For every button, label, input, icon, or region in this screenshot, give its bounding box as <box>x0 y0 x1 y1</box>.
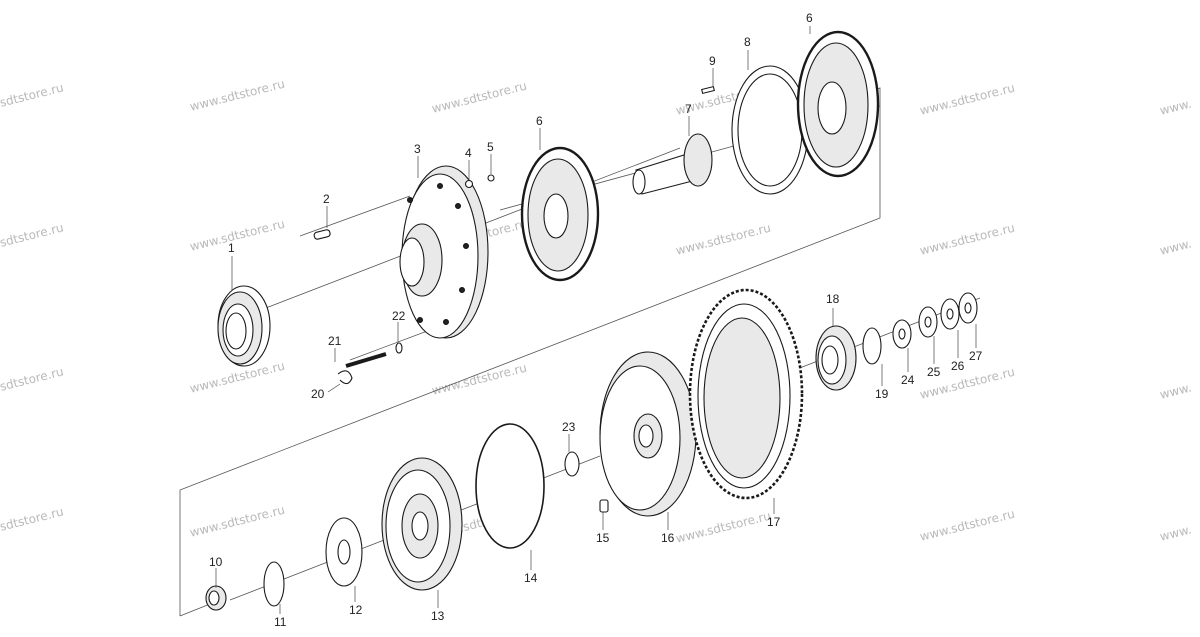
label-part-21: 21 <box>328 334 342 348</box>
label-part-27: 27 <box>969 349 983 363</box>
part-20-clip[interactable] <box>337 370 353 385</box>
part-7-shaft[interactable] <box>632 133 713 195</box>
part-number-labels: 1 2 3 4 5 6 6 7 8 9 10 11 12 13 14 15 16… <box>209 11 983 629</box>
label-part-16: 16 <box>661 531 675 545</box>
part-15-pin[interactable] <box>599 499 609 513</box>
label-part-23: 23 <box>562 420 576 434</box>
label-part-2: 2 <box>323 192 330 206</box>
part-25-washer[interactable] <box>918 306 938 338</box>
label-part-18: 18 <box>826 292 840 306</box>
label-part-4: 4 <box>465 146 472 160</box>
part-17-ring-gear[interactable] <box>688 288 804 500</box>
part-2-pin[interactable] <box>313 229 331 240</box>
part-21-rod[interactable] <box>345 352 387 368</box>
part-3-hub[interactable] <box>399 165 489 339</box>
label-part-22: 22 <box>392 309 406 323</box>
label-part-5: 5 <box>487 140 494 154</box>
part-8-separator-plate[interactable] <box>731 65 809 195</box>
part-5-washer[interactable] <box>487 174 495 182</box>
label-part-14: 14 <box>524 571 538 585</box>
label-part-15: 15 <box>596 531 610 545</box>
label-part-24: 24 <box>901 373 915 387</box>
part-11-snap-ring[interactable] <box>263 561 285 607</box>
label-part-17: 17 <box>767 515 781 529</box>
part-10-bearing[interactable] <box>205 585 227 611</box>
part-4-nut[interactable] <box>464 179 474 189</box>
part-24-washer[interactable] <box>892 319 912 349</box>
label-part-10: 10 <box>209 555 223 569</box>
label-part-12: 12 <box>349 603 363 617</box>
label-part-13: 13 <box>431 609 445 623</box>
label-part-6: 6 <box>536 114 543 128</box>
label-part-11: 11 <box>274 615 287 629</box>
leader-lines <box>215 26 977 614</box>
part-1-bearing[interactable] <box>217 285 271 367</box>
label-part-20: 20 <box>311 387 325 401</box>
label-part-7: 7 <box>685 102 692 116</box>
label-part-8: 8 <box>744 35 751 49</box>
part-22-ring[interactable] <box>395 342 403 354</box>
label-part-26: 26 <box>951 359 965 373</box>
part-27-washer[interactable] <box>958 292 978 324</box>
part-18-bearing[interactable] <box>815 325 857 391</box>
label-part-19: 19 <box>875 387 889 401</box>
label-part-3: 3 <box>414 142 421 156</box>
label-part-9: 9 <box>709 54 716 68</box>
label-part-1: 1 <box>228 241 235 255</box>
part-12-thrust-washer[interactable] <box>325 517 363 587</box>
part-16-carrier[interactable] <box>599 351 697 517</box>
part-9-bolt[interactable] <box>701 85 715 95</box>
part-6-friction-disc[interactable] <box>520 146 600 282</box>
part-26-washer[interactable] <box>940 298 960 330</box>
part-14-o-ring[interactable] <box>475 423 545 549</box>
label-part-25: 25 <box>927 365 941 379</box>
part-13-piston[interactable] <box>381 457 463 591</box>
part-19-snap-ring[interactable] <box>862 327 882 365</box>
part-23-ring[interactable] <box>564 451 580 477</box>
part-6-friction-disc[interactable] <box>796 30 880 178</box>
label-part-6: 6 <box>806 11 813 25</box>
